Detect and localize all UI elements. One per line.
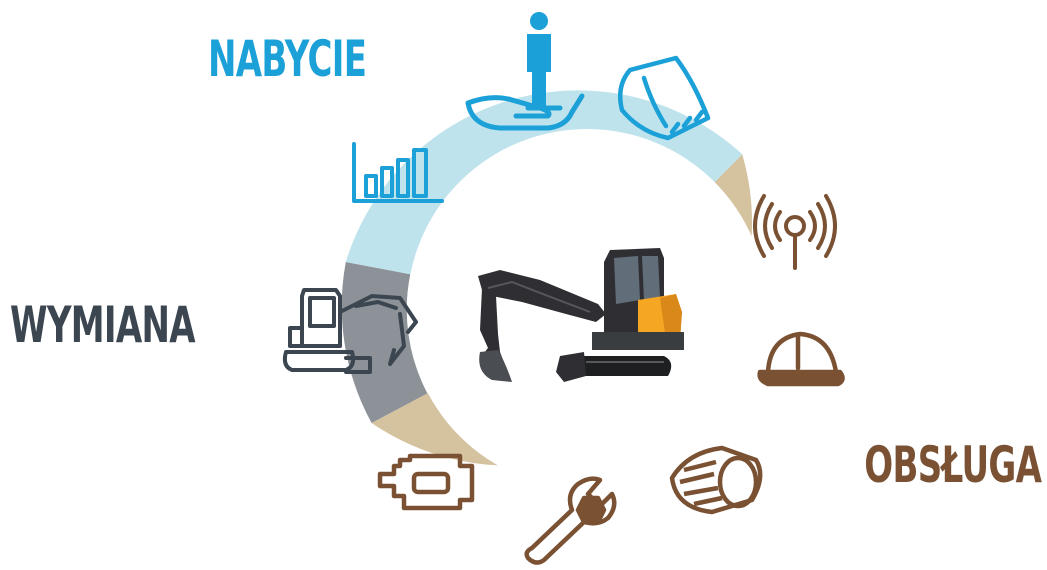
replacement-label: WYMIANA (10, 296, 196, 354)
filter-cylinder-icon (669, 445, 763, 515)
person-on-hand-icon (465, 12, 585, 131)
wrench-nut-icon (524, 476, 617, 565)
telematics-signal-icon (753, 194, 837, 270)
acquisition-label: NABYCIE (208, 30, 367, 88)
bar-chart-icon (352, 142, 444, 203)
mini-excavator-outline-icon (282, 288, 418, 374)
mini-excavator-image (478, 248, 684, 382)
ring-segment-acquisition (345, 90, 743, 275)
hard-hat-icon (757, 331, 845, 387)
engine-icon (377, 453, 475, 511)
service-label: OBSŁUGA (863, 436, 1042, 494)
bucket-icon (618, 55, 711, 141)
